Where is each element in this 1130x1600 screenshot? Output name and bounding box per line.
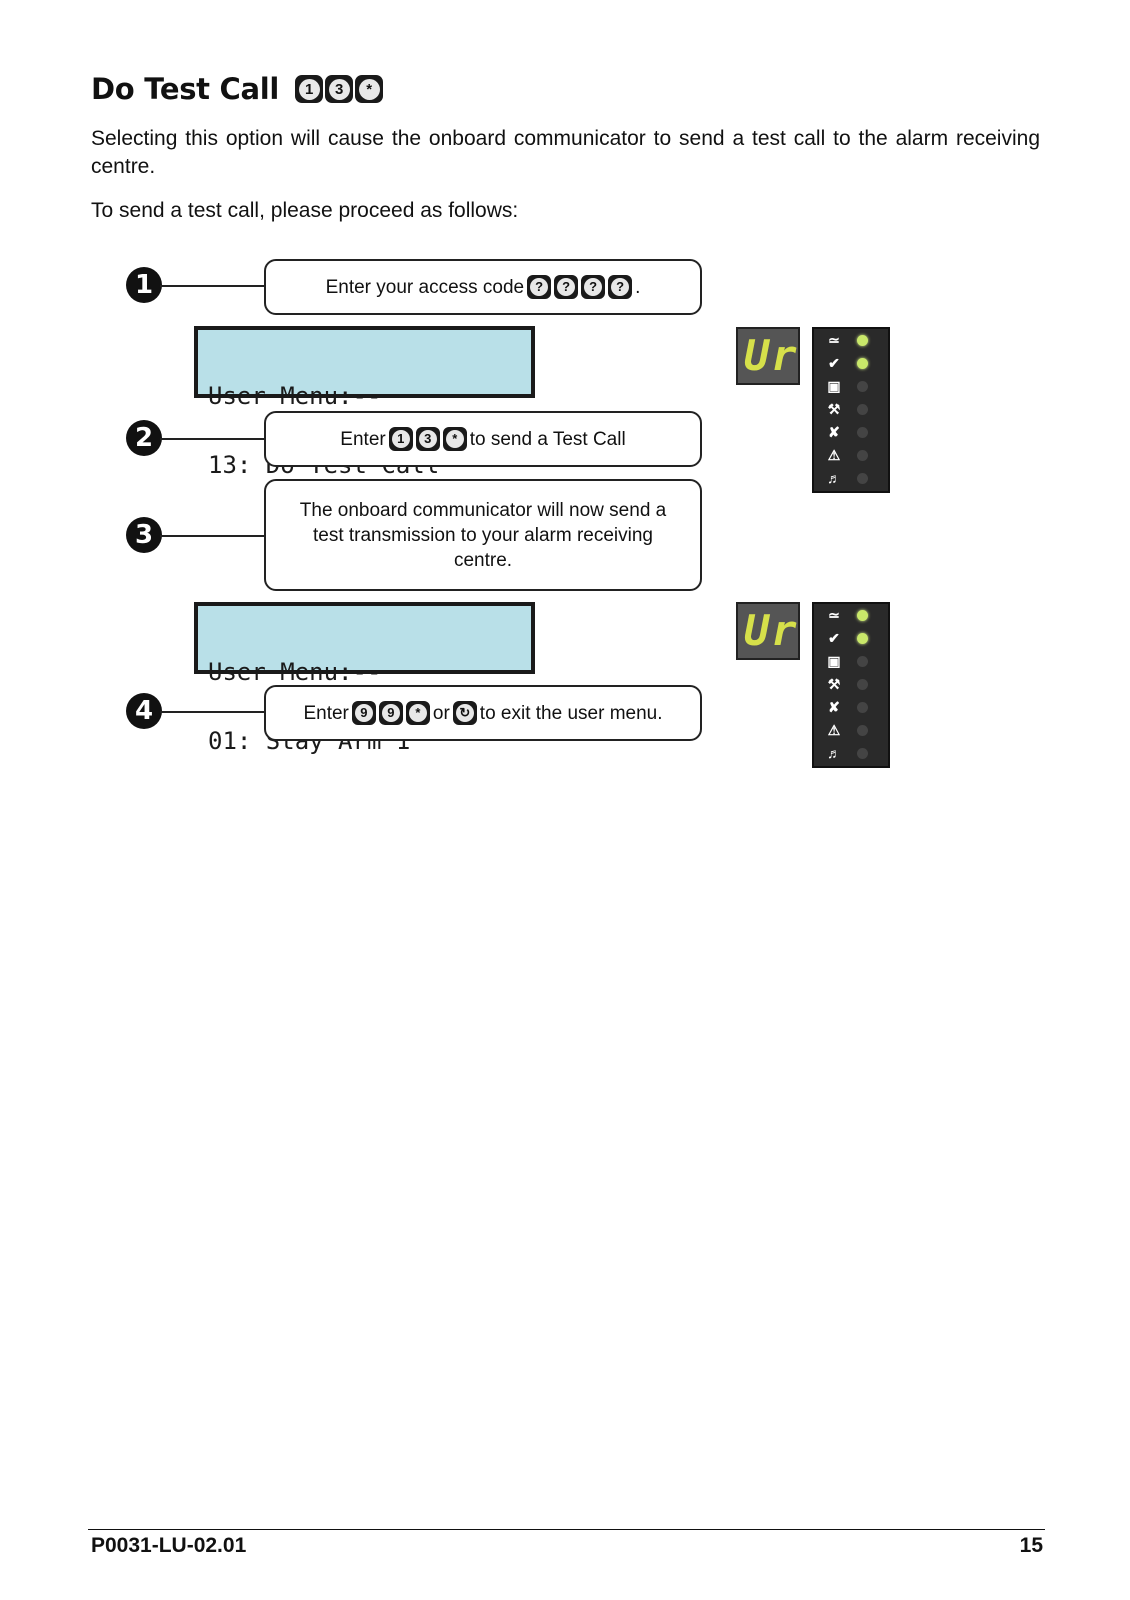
warning-indicator: ⚠ — [814, 444, 890, 467]
step-1-number: 1 — [126, 267, 162, 303]
tamper-indicator: ⚒ — [814, 673, 890, 696]
power-icon: ≃ — [828, 332, 840, 348]
alarm-bell-icon: ♬ — [827, 470, 841, 486]
step-3-callout: The onboard communicator will now send a… — [264, 479, 702, 591]
fault-indicator: ✘ — [814, 696, 890, 719]
warning-led — [857, 450, 868, 461]
power-led — [857, 335, 868, 346]
step-4-callout: Enter 9 9 * or ↻ to exit the user menu. — [264, 685, 702, 741]
seven-segment-display-1: Ur — [736, 327, 800, 385]
status-led-panel-1: ≃ ✔ ▣ ⚒ ✘ ⚠ ♬ — [812, 327, 890, 493]
step-3-connector — [160, 535, 265, 537]
power-icon: ≃ — [828, 607, 840, 623]
step-4-text-or: or — [432, 702, 450, 724]
step-1-connector — [160, 285, 265, 287]
step-2-text-end: to send a Test Call — [469, 428, 626, 450]
key-1-icon: 1 — [295, 75, 324, 103]
lcd-1-line-1: User Menu:-- — [208, 382, 382, 410]
step-1-text-end: . — [635, 276, 641, 298]
tamper-led — [857, 404, 868, 415]
warning-icon: ⚠ — [827, 722, 841, 738]
seven-segment-display-2: Ur — [736, 602, 800, 660]
reset-key-icon: ↻ — [452, 701, 477, 725]
tamper-led — [857, 679, 868, 690]
fault-led — [857, 427, 868, 438]
key-star-icon: * — [442, 427, 467, 451]
alarm-indicator: ♬ — [814, 467, 890, 490]
armed-led — [857, 656, 868, 667]
intro-paragraph: Selecting this option will cause the onb… — [91, 127, 1040, 178]
seg-text-1: Ur — [744, 331, 799, 380]
ready-indicator: ✔ — [814, 627, 890, 650]
tamper-tool-icon: ⚒ — [827, 401, 841, 417]
fault-indicator: ✘ — [814, 421, 890, 444]
fault-x-icon: ✘ — [828, 699, 840, 715]
ready-check-icon: ✔ — [828, 630, 840, 646]
key-3-icon: 3 — [415, 427, 440, 451]
alarm-bell-icon: ♬ — [827, 745, 841, 761]
armed-lock-icon: ▣ — [827, 653, 841, 669]
armed-indicator: ▣ — [814, 650, 890, 673]
key-3-icon: 3 — [325, 75, 354, 103]
key-9-icon: 9 — [351, 701, 376, 725]
warning-icon: ⚠ — [827, 447, 841, 463]
step-4-text: Enter — [303, 702, 349, 724]
power-led — [857, 610, 868, 621]
key-star-icon: * — [405, 701, 430, 725]
alarm-indicator: ♬ — [814, 742, 890, 765]
step-3-text: The onboard communicator will now send a… — [299, 499, 667, 571]
exit-keys: 9 9 * — [351, 701, 430, 725]
warning-indicator: ⚠ — [814, 719, 890, 742]
ready-check-icon: ✔ — [828, 355, 840, 371]
lcd-display-2: User Menu:-- 01: Stay Arm 1 — [194, 602, 535, 753]
power-indicator: ≃ — [814, 604, 890, 627]
fault-x-icon: ✘ — [828, 424, 840, 440]
key-1-icon: 1 — [388, 427, 413, 451]
step-3-number: 3 — [126, 517, 162, 553]
ready-led — [857, 633, 868, 644]
key-question-icon: ? — [581, 275, 606, 299]
reset-key: ↻ — [452, 701, 477, 725]
seg-text-2: Ur — [744, 606, 799, 655]
armed-led — [857, 381, 868, 392]
test-call-keys: 1 3 * — [388, 427, 467, 451]
page-title: Do Test Call 1 3 * — [91, 72, 384, 106]
status-led-panel-2: ≃ ✔ ▣ ⚒ ✘ ⚠ ♬ — [812, 602, 890, 768]
warning-led — [857, 725, 868, 736]
tamper-tool-icon: ⚒ — [827, 676, 841, 692]
step-2-connector — [160, 438, 265, 440]
step-4-number: 4 — [126, 693, 162, 729]
key-9-icon: 9 — [378, 701, 403, 725]
step-4-connector — [160, 711, 265, 713]
armed-indicator: ▣ — [814, 375, 890, 398]
page-number: 15 — [1019, 1534, 1043, 1557]
ready-indicator: ✔ — [814, 352, 890, 375]
key-question-icon: ? — [608, 275, 633, 299]
title-key-sequence: 1 3 * — [295, 75, 384, 103]
document-id: P0031-LU-02.01 — [91, 1534, 247, 1557]
tamper-indicator: ⚒ — [814, 398, 890, 421]
alarm-led — [857, 748, 868, 759]
step-1-text: Enter your access code — [325, 276, 525, 298]
key-question-icon: ? — [554, 275, 579, 299]
alarm-led — [857, 473, 868, 484]
lcd-display-1: User Menu:-- 13: Do Test Call — [194, 326, 535, 477]
title-text: Do Test Call — [91, 72, 280, 106]
footer-divider — [88, 1529, 1045, 1530]
step-2-text: Enter — [340, 428, 386, 450]
instructions-lead: To send a test call, please proceed as f… — [91, 199, 519, 222]
access-code-keys: ? ? ? ? — [527, 275, 633, 299]
power-indicator: ≃ — [814, 329, 890, 352]
step-4-text-end: to exit the user menu. — [479, 702, 663, 724]
key-question-icon: ? — [527, 275, 552, 299]
fault-led — [857, 702, 868, 713]
step-2-callout: Enter 1 3 * to send a Test Call — [264, 411, 702, 467]
armed-lock-icon: ▣ — [827, 378, 841, 394]
step-2-number: 2 — [126, 420, 162, 456]
step-1-callout: Enter your access code ? ? ? ? . — [264, 259, 702, 315]
lcd-2-line-1: User Menu:-- — [208, 658, 382, 686]
ready-led — [857, 358, 868, 369]
key-star-icon: * — [355, 75, 384, 103]
